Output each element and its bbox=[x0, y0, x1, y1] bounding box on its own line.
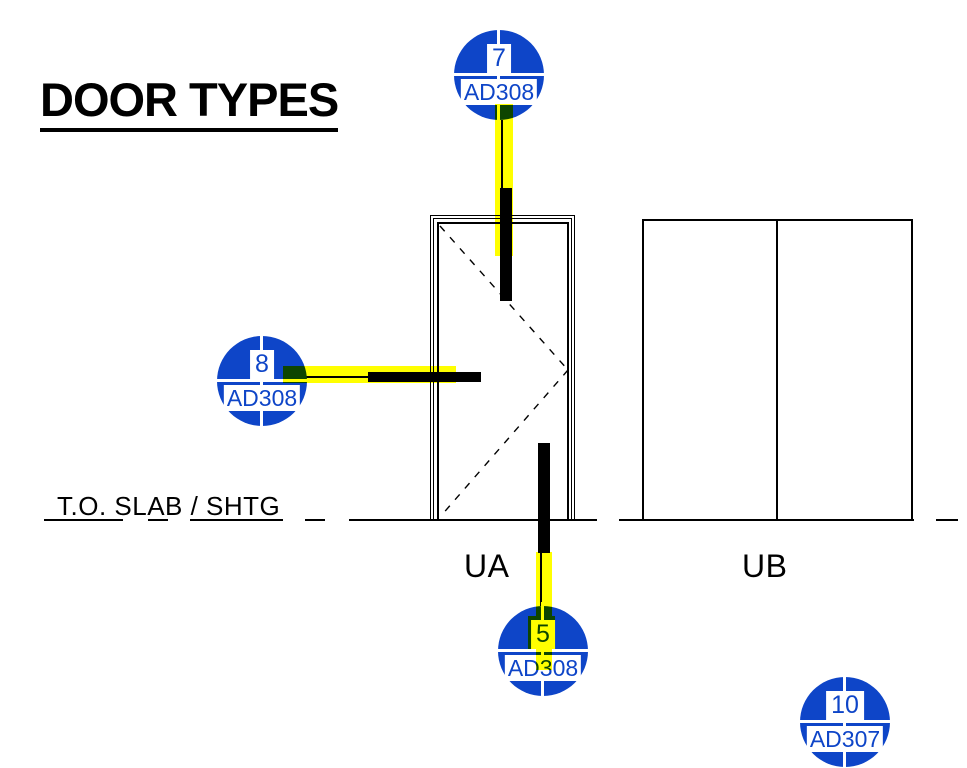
page-title: DOOR TYPES bbox=[40, 76, 339, 132]
callout-bubble-10[interactable]: 10 AD307 bbox=[798, 673, 892, 768]
level-line-segment bbox=[148, 519, 168, 521]
level-line-segment bbox=[619, 519, 914, 521]
highlight-mark-callout-8 bbox=[283, 366, 456, 383]
callout-sheet: AD308 bbox=[460, 79, 538, 105]
leader-bar-callout-5 bbox=[538, 443, 550, 553]
level-line-segment bbox=[44, 519, 123, 521]
door-label-ub: UB bbox=[742, 548, 788, 584]
level-line-segment bbox=[936, 519, 958, 521]
crosshair-vertical-icon bbox=[497, 26, 500, 124]
highlight-mark-callout-5-number bbox=[528, 616, 555, 649]
crosshair-vertical-icon bbox=[260, 332, 263, 430]
highlight-mark-callout-7 bbox=[495, 104, 513, 256]
callout-number: 10 bbox=[826, 691, 864, 720]
highlight-mark-callout-5 bbox=[536, 552, 552, 670]
callout-bubble-7[interactable]: 7 AD308 bbox=[452, 26, 546, 124]
callout-sheet: AD308 bbox=[223, 385, 301, 411]
door-ub-meeting-stile bbox=[776, 219, 778, 521]
level-line-label: T.O. SLAB / SHTG bbox=[57, 491, 281, 521]
callout-sheet: AD307 bbox=[806, 726, 884, 752]
callout-number: 7 bbox=[487, 44, 511, 73]
level-line-segment bbox=[190, 519, 283, 521]
level-line-segment bbox=[305, 519, 325, 521]
level-line-segment bbox=[349, 519, 597, 521]
callout-bubble-8[interactable]: 8 AD308 bbox=[215, 332, 309, 430]
door-label-ua: UA bbox=[464, 548, 510, 584]
crosshair-vertical-icon bbox=[843, 673, 846, 768]
callout-number: 8 bbox=[250, 350, 274, 379]
